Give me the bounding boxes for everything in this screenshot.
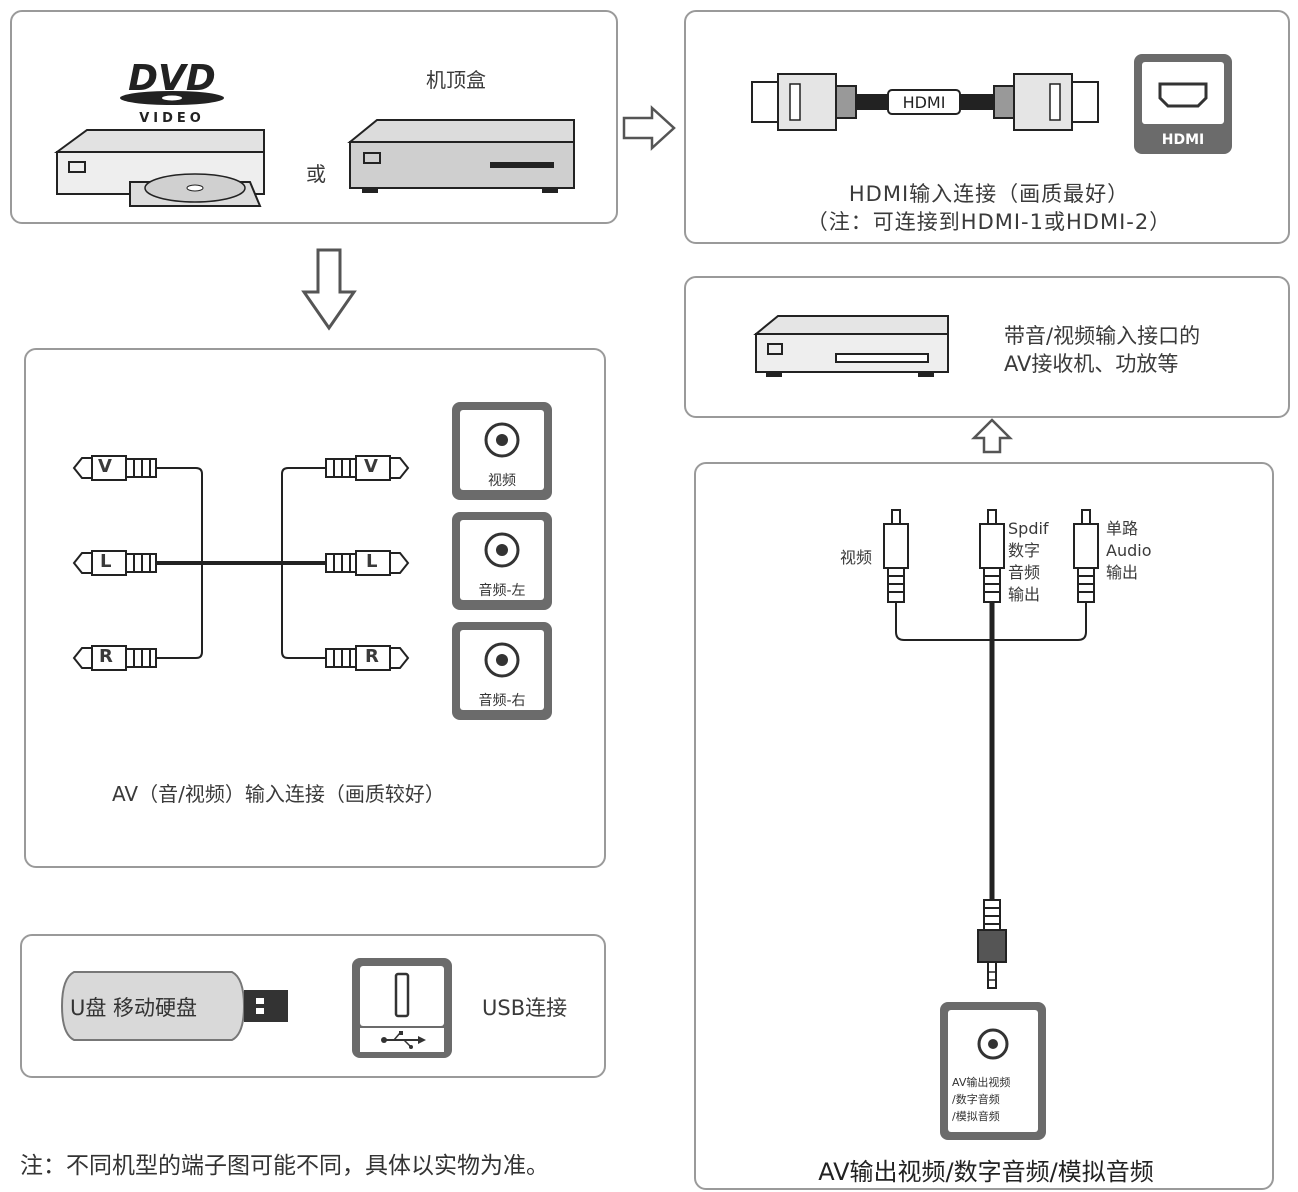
down-arrow-icon (301, 248, 357, 331)
or-label: 或 (306, 162, 326, 186)
hdmi-cable-illustration: HDMI HDMI (751, 54, 1232, 154)
output-spdif-label-3: 音频 (1008, 563, 1041, 582)
av-cable-illustration (72, 402, 552, 720)
output-spdif-label-2: 数字 (1008, 541, 1041, 560)
right-plug-l-label: L (366, 551, 378, 572)
left-plug-l-label: L (100, 551, 112, 572)
output-video-label: 视频 (840, 548, 873, 567)
av-port-audio-left-label: 音频-左 (478, 583, 526, 599)
output-port-label-2: /数字音频 (952, 1093, 1000, 1106)
av-input-caption: AV（音/视频）输入连接（画质较好） (112, 782, 445, 806)
av-port-video-icon (452, 402, 552, 500)
source-panel: DVD VIDEO 或 机顶盒 (10, 10, 618, 224)
receiver-text-line2: AV接收机、功放等 (1004, 352, 1179, 376)
hdmi-port-logo: HDMI (1162, 132, 1204, 148)
av-output-port-icon (940, 1002, 1046, 1140)
av-port-audio-right-icon (452, 622, 552, 720)
output-port-label-1: AV输出视频 (952, 1076, 1011, 1089)
av-output-caption: AV输出视频/数字音频/模拟音频 (818, 1158, 1154, 1186)
receiver-panel: 带音/视频输入接口的 AV接收机、功放等 (684, 276, 1290, 418)
usb-caption: USB连接 (482, 996, 568, 1020)
output-audio-label-2: Audio (1106, 541, 1152, 560)
right-plug-r-label: R (365, 646, 379, 667)
av-output-panel: 视频 Spdif 数字 音频 输出 单路 Audio 输出 AV输出视频 /数字… (694, 462, 1274, 1190)
av-output-cable-illustration (883, 509, 1099, 1140)
dvd-player-illustration: DVD VIDEO (53, 58, 575, 207)
av-input-panel: V L R V L R 视频 音频-左 音频-右 AV（音/视频）输入连接（画质… (24, 348, 606, 868)
left-plug-r (72, 645, 157, 671)
output-port-label-3: /模拟音频 (952, 1110, 1000, 1123)
output-plug-audio (1073, 509, 1099, 603)
right-plug-l (325, 550, 410, 576)
left-plug-v-label: V (98, 456, 112, 477)
receiver-text-line1: 带音/视频输入接口的 (1004, 324, 1201, 348)
usb-port-icon (352, 958, 452, 1058)
output-spdif-label-4: 输出 (1008, 585, 1041, 604)
settop-box-label: 机顶盒 (426, 68, 486, 92)
usb-drive-label: U盘 移动硬盘 (70, 996, 198, 1020)
usb-panel: U盘 移动硬盘 USB连接 (20, 934, 606, 1078)
hdmi-panel: HDMI HDMI HDMI输入连接（画质最好） （注：可连接到HDMI-1或H… (684, 10, 1290, 244)
mini-jack-plug (977, 899, 1007, 989)
footnote: 注：不同机型的端子图可能不同，具体以实物为准。 (20, 1153, 549, 1179)
av-port-video-label: 视频 (488, 473, 516, 489)
right-plug-v-label: V (364, 456, 378, 477)
right-plug-r (325, 645, 410, 671)
av-port-audio-right-label: 音频-右 (478, 693, 526, 709)
av-port-audio-left-icon (452, 512, 552, 610)
right-plug-v (325, 455, 410, 481)
output-audio-label-1: 单路 (1106, 519, 1139, 538)
left-plug-v (72, 455, 157, 481)
right-arrow-icon (622, 105, 676, 151)
output-audio-label-3: 输出 (1106, 563, 1139, 582)
output-spdif-label-1: Spdif (1008, 519, 1049, 538)
up-arrow-icon (970, 418, 1014, 454)
usb-plug-icon (244, 990, 288, 1022)
output-plug-spdif (979, 509, 1005, 603)
hdmi-note: （注：可连接到HDMI-1或HDMI-2） (806, 210, 1172, 234)
usb-drive-illustration (60, 958, 452, 1058)
left-plug-l (72, 550, 157, 576)
hdmi-cable-label: HDMI (903, 93, 946, 112)
av-receiver-illustration (753, 315, 949, 377)
output-plug-video (883, 509, 909, 603)
left-plug-r-label: R (99, 646, 113, 667)
dvd-logo-subtitle: VIDEO (139, 111, 205, 126)
hdmi-title: HDMI输入连接（画质最好） (848, 182, 1130, 206)
